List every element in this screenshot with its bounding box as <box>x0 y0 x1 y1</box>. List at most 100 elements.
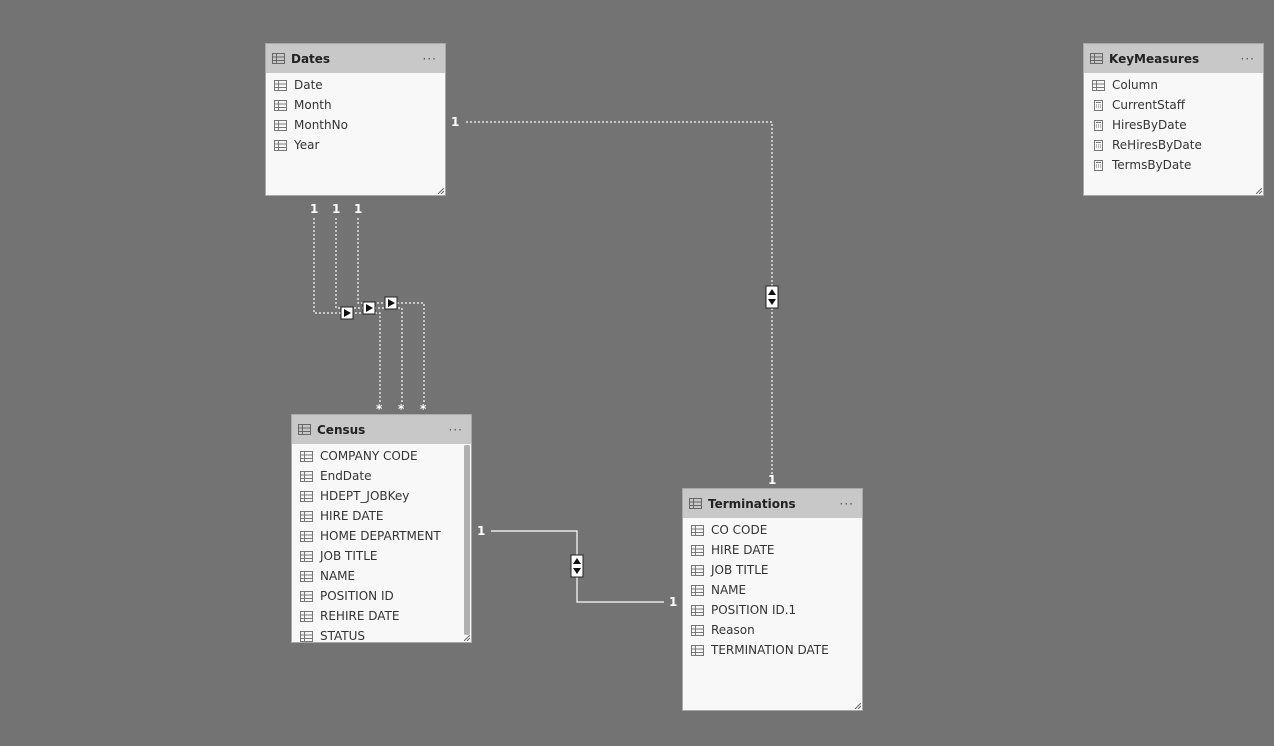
field-name: HIRE DATE <box>711 543 775 557</box>
field-name: NAME <box>320 569 356 583</box>
field-row[interactable]: COMPANY CODE <box>292 446 471 466</box>
field-row[interactable]: Column <box>1084 75 1263 95</box>
table-title: KeyMeasures <box>1109 51 1200 66</box>
field-name: HOME DEPARTMENT <box>320 529 441 543</box>
field-row[interactable]: Year <box>266 135 445 155</box>
field-row[interactable]: NAME <box>292 566 471 586</box>
field-row[interactable]: JOB TITLE <box>683 560 862 580</box>
field-name: Month <box>294 98 332 112</box>
column-icon <box>300 530 313 542</box>
table-icon <box>689 498 702 509</box>
column-icon <box>300 630 313 642</box>
field-name: POSITION ID <box>320 589 394 603</box>
column-icon <box>300 550 313 562</box>
more-options-button[interactable]: ··· <box>839 496 854 511</box>
table-header[interactable]: KeyMeasures ··· <box>1084 44 1263 73</box>
measure-icon <box>1092 119 1105 131</box>
field-name: CurrentStaff <box>1112 98 1186 112</box>
resize-handle-icon[interactable] <box>438 188 444 194</box>
column-icon <box>300 570 313 582</box>
table-header[interactable]: Dates ··· <box>266 44 445 73</box>
table-header[interactable]: Terminations ··· <box>683 489 862 518</box>
field-row[interactable]: Reason <box>683 620 862 640</box>
field-row[interactable]: POSITION ID.1 <box>683 600 862 620</box>
field-row[interactable]: CO CODE <box>683 520 862 540</box>
field-name: JOB TITLE <box>711 563 769 577</box>
field-row[interactable]: POSITION ID <box>292 586 471 606</box>
field-name: Year <box>294 138 320 152</box>
cardinality-dates-terminations-from: 1 <box>451 115 459 129</box>
column-icon <box>300 510 313 522</box>
field-name: HiresByDate <box>1112 118 1187 132</box>
table-icon <box>272 53 285 64</box>
column-icon <box>300 610 313 622</box>
single-filter-icon[interactable] <box>340 306 354 320</box>
column-icon <box>691 524 704 536</box>
field-name: Column <box>1112 78 1158 92</box>
field-row[interactable]: HiresByDate <box>1084 115 1263 135</box>
field-row[interactable]: STATUS <box>292 626 471 643</box>
field-row[interactable]: NAME <box>683 580 862 600</box>
field-name: EndDate <box>320 469 372 483</box>
field-row[interactable]: HIRE DATE <box>292 506 471 526</box>
cardinality-dates-census-3-from: 1 <box>354 202 362 216</box>
table-title: Census <box>317 422 366 437</box>
table-icon <box>298 424 311 435</box>
field-row[interactable]: TERMINATION DATE <box>683 640 862 660</box>
field-row[interactable]: HOME DEPARTMENT <box>292 526 471 546</box>
field-name: CO CODE <box>711 523 768 537</box>
cardinality-dates-census-1-from: 1 <box>310 202 318 216</box>
bidirectional-filter-icon[interactable] <box>570 554 584 578</box>
field-name: ReHiresByDate <box>1112 138 1202 152</box>
column-icon <box>691 584 704 596</box>
field-name: STATUS <box>320 629 366 643</box>
field-row[interactable]: ReHiresByDate <box>1084 135 1263 155</box>
column-icon <box>300 470 313 482</box>
resize-handle-icon[interactable] <box>464 635 470 641</box>
bidirectional-filter-icon[interactable] <box>765 285 779 309</box>
field-name: REHIRE DATE <box>320 609 400 623</box>
field-row[interactable]: EndDate <box>292 466 471 486</box>
measure-icon <box>1092 159 1105 171</box>
single-filter-icon[interactable] <box>384 296 398 310</box>
field-row[interactable]: REHIRE DATE <box>292 606 471 626</box>
field-row[interactable]: Date <box>266 75 445 95</box>
field-row[interactable]: CurrentStaff <box>1084 95 1263 115</box>
more-options-button[interactable]: ··· <box>1240 51 1255 66</box>
field-row[interactable]: JOB TITLE <box>292 546 471 566</box>
field-row[interactable]: HIRE DATE <box>683 540 862 560</box>
resize-handle-icon[interactable] <box>1256 188 1262 194</box>
field-name: Date <box>294 78 323 92</box>
field-row[interactable]: HDEPT_JOBKey <box>292 486 471 506</box>
column-icon <box>274 79 287 91</box>
column-icon <box>691 624 704 636</box>
table-header[interactable]: Census ··· <box>292 415 471 444</box>
cardinality-dates-terminations-to: 1 <box>768 473 776 487</box>
field-row[interactable]: Month <box>266 95 445 115</box>
column-icon <box>691 604 704 616</box>
cardinality-dates-census-3-to: * <box>420 402 427 416</box>
cardinality-census-terminations-to: 1 <box>669 595 677 609</box>
resize-handle-icon[interactable] <box>855 703 861 709</box>
column-icon <box>691 564 704 576</box>
field-row[interactable]: TermsByDate <box>1084 155 1263 175</box>
more-options-button[interactable]: ··· <box>422 51 437 66</box>
relationship-dates-terminations[interactable] <box>466 121 773 483</box>
measure-icon <box>1092 99 1105 111</box>
measure-icon <box>1092 139 1105 151</box>
single-filter-icon[interactable] <box>362 301 376 315</box>
more-options-button[interactable]: ··· <box>448 422 463 437</box>
cardinality-dates-census-2-to: * <box>398 402 405 416</box>
table-terminations[interactable]: Terminations ··· CO CODE HIRE DATE JOB TIT… <box>682 488 863 711</box>
field-row[interactable]: MonthNo <box>266 115 445 135</box>
cardinality-dates-census-2-from: 1 <box>332 202 340 216</box>
scrollbar[interactable] <box>464 445 470 635</box>
relationship-dates-census-2[interactable] <box>335 218 403 403</box>
